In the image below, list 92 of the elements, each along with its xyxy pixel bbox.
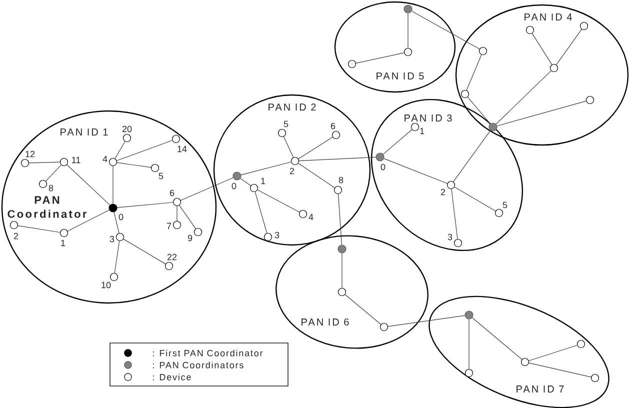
link-line xyxy=(114,240,120,274)
node-number: 3 xyxy=(110,236,114,242)
node-number: 5 xyxy=(284,120,288,128)
node-number: 0 xyxy=(118,214,124,220)
link-line xyxy=(240,178,251,186)
link-line xyxy=(112,166,114,204)
link-line xyxy=(453,130,491,182)
node-number: 4 xyxy=(102,156,108,162)
node-circle xyxy=(478,46,488,56)
node-circle xyxy=(464,310,474,320)
link-line xyxy=(66,164,110,206)
node-number: 14 xyxy=(178,146,187,152)
link-line xyxy=(179,205,196,229)
node-circle xyxy=(338,288,346,296)
node-number: 22 xyxy=(167,254,177,260)
node-number: 8 xyxy=(338,176,344,184)
link-line xyxy=(116,162,152,168)
node-circle xyxy=(576,340,586,348)
node-circle xyxy=(380,322,388,332)
link-line xyxy=(454,186,496,212)
node-circle xyxy=(464,368,474,378)
node-circle xyxy=(338,244,346,254)
link-line xyxy=(18,225,60,233)
node-number: 5 xyxy=(502,202,508,208)
link-line xyxy=(467,96,491,124)
node-circle xyxy=(526,26,534,34)
link-line xyxy=(283,136,294,158)
node-number: 2 xyxy=(440,188,446,196)
node-number: 20 xyxy=(122,126,132,132)
link-line xyxy=(116,202,174,208)
node-number: 3 xyxy=(448,234,452,240)
node-number: 6 xyxy=(170,190,174,196)
link-line xyxy=(338,194,342,246)
link-line xyxy=(298,136,333,160)
node-number: 7 xyxy=(166,222,172,230)
node-circle xyxy=(550,64,558,72)
link-line xyxy=(466,54,482,91)
link-line xyxy=(382,129,412,154)
link-line xyxy=(114,141,126,159)
text-label: PAN Coordinator xyxy=(8,196,87,218)
node-number: 0 xyxy=(380,164,386,170)
node-circle xyxy=(586,96,594,104)
link-line xyxy=(472,317,522,360)
node-circle xyxy=(520,358,530,366)
link-line xyxy=(28,162,60,164)
node-number: 10 xyxy=(102,282,111,288)
link-line xyxy=(180,177,234,201)
node-circle xyxy=(404,4,412,14)
link-line xyxy=(257,190,300,212)
node-number: 5 xyxy=(158,172,164,180)
link-line xyxy=(114,212,120,234)
node-circle xyxy=(488,122,498,132)
legend-text: : PAN Coordinators xyxy=(153,362,244,368)
node-circle xyxy=(590,374,600,382)
legend-text: : First PAN Coordinator xyxy=(153,350,263,356)
link-line xyxy=(240,162,292,176)
node-number: 1 xyxy=(261,178,266,184)
node-number: 2 xyxy=(290,168,294,174)
link-line xyxy=(356,52,404,64)
link-line xyxy=(496,70,552,124)
node-number: 12 xyxy=(26,150,35,158)
link-line xyxy=(468,319,470,370)
node-circle xyxy=(460,90,470,98)
node-number: 1 xyxy=(420,128,424,134)
link-line xyxy=(298,162,335,188)
link-line xyxy=(451,188,458,240)
node-circle xyxy=(580,22,588,30)
node-number: 0 xyxy=(232,182,236,190)
legend-text: : Device xyxy=(153,374,191,380)
node-number: 1 xyxy=(61,240,66,246)
node-number: 11 xyxy=(72,156,80,164)
node-number: 8 xyxy=(48,184,54,192)
link-line xyxy=(532,33,552,65)
link-line xyxy=(388,315,466,327)
link-line xyxy=(116,140,172,161)
link-line xyxy=(176,206,178,222)
link-line xyxy=(254,192,268,234)
link-line xyxy=(411,10,480,50)
link-line xyxy=(123,238,166,264)
node-number: 9 xyxy=(188,234,192,242)
node-circle xyxy=(348,60,356,68)
link-line xyxy=(384,158,448,184)
link-line xyxy=(528,344,578,362)
link-line xyxy=(496,100,586,126)
link-line xyxy=(46,164,62,182)
node-number: 6 xyxy=(330,122,336,130)
link-line xyxy=(298,156,376,162)
node-number: 2 xyxy=(14,232,18,240)
link-line xyxy=(67,210,110,232)
node-circle xyxy=(404,48,412,56)
node-number: 4 xyxy=(308,214,314,220)
link-line xyxy=(344,294,382,325)
